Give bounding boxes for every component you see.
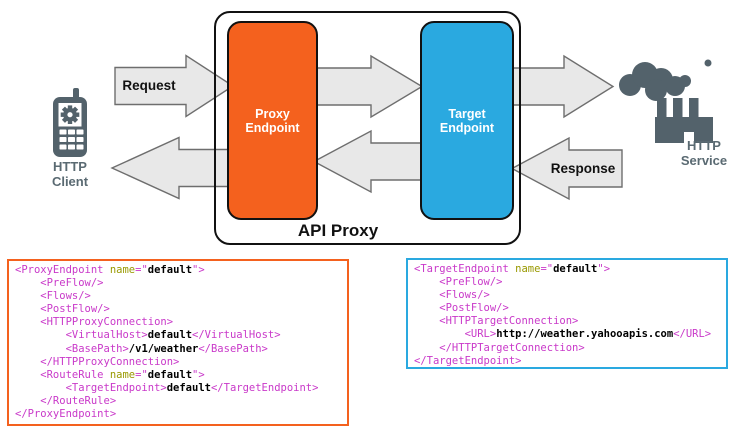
response-arrow — [510, 136, 623, 201]
code-line: <HTTPTargetConnection> — [414, 315, 579, 328]
code-line: <PostFlow/> — [15, 303, 110, 316]
return-to-client-arrow — [110, 136, 233, 200]
code-line: <Flows/> — [15, 290, 91, 303]
target-endpoint-xml-code: <TargetEndpoint name="default"> <PreFlow… — [406, 258, 728, 369]
code-line: <PostFlow/> — [414, 302, 509, 315]
http-client-label-line2: Client — [51, 174, 89, 189]
code-line: </TargetEndpoint> — [414, 354, 522, 367]
api-proxy-box — [214, 11, 521, 245]
code-line: </ProxyEndpoint> — [15, 408, 117, 421]
code-line: <PreFlow/> — [15, 277, 104, 290]
http-service-label-line1: HTTP — [687, 138, 721, 153]
proxy-endpoint-box: Proxy Endpoint — [227, 21, 318, 220]
code-line: <HTTPProxyConnection> — [15, 316, 174, 329]
code-line: <PreFlow/> — [414, 276, 503, 289]
code-line: <TargetEndpoint>default</TargetEndpoint> — [15, 381, 319, 394]
smoke-cloud-icon — [619, 59, 712, 101]
proxy-endpoint-label-line2: Endpoint — [245, 120, 300, 135]
code-line: </RouteRule> — [15, 394, 117, 407]
code-line: <URL>http://weather.yahooapis.com</URL> — [414, 328, 712, 341]
code-line: <RouteRule name="default"> — [15, 368, 205, 381]
code-line: <TargetEndpoint name="default"> — [414, 263, 611, 275]
code-line: <Flows/> — [414, 289, 490, 302]
http-client-label: HTTP Client — [28, 159, 112, 189]
factory-door — [684, 132, 694, 143]
code-line: <VirtualHost>default</VirtualHost> — [15, 329, 281, 342]
gear-icon — [60, 105, 80, 124]
factory-cloud-icon — [619, 59, 713, 143]
request-label: Request — [122, 78, 176, 93]
api-proxy-label: API Proxy — [297, 221, 379, 240]
http-service-label-line2: Service — [680, 153, 728, 168]
code-line: <BasePath>/v1/weather</BasePath> — [15, 342, 268, 355]
target-endpoint-label-line2: Endpoint — [439, 120, 495, 135]
target-endpoint-label-line1: Target — [448, 106, 486, 121]
response-label: Response — [550, 161, 616, 176]
phone-keypad — [59, 129, 84, 150]
code-line: <ProxyEndpoint name="default"> — [15, 264, 205, 276]
proxy-endpoint-label-line1: Proxy — [255, 106, 290, 121]
proxy-endpoint-xml-code: <ProxyEndpoint name="default"> <PreFlow/… — [7, 259, 349, 426]
mobile-phone-icon — [53, 88, 87, 157]
code-line: </HTTPTargetConnection> — [414, 341, 585, 354]
target-endpoint-box: Target Endpoint — [420, 21, 514, 220]
request-arrow — [114, 54, 235, 118]
code-line: </HTTPProxyConnection> — [15, 355, 180, 368]
http-client-label-line1: HTTP — [53, 159, 87, 174]
http-service-label: HTTP Service — [654, 138, 737, 168]
